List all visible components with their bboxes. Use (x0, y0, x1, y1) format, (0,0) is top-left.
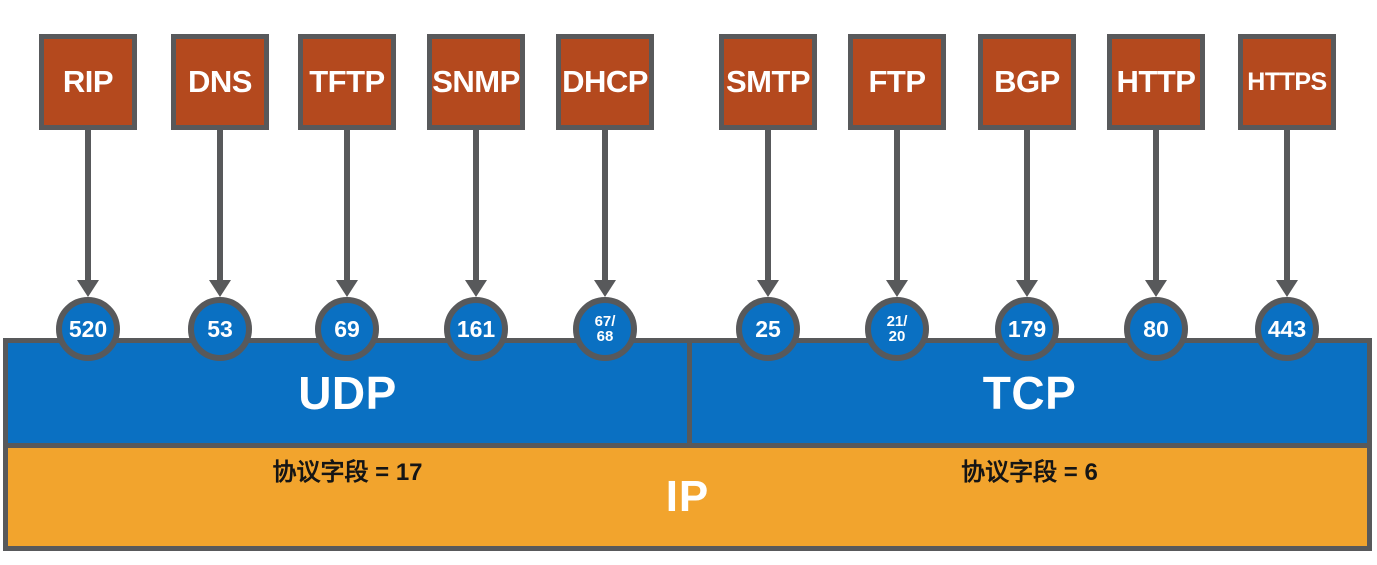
down-arrow-icon (594, 280, 616, 297)
port-circle: 161 (444, 297, 508, 361)
protocol-column: HTTPS 443 (1217, 0, 1357, 361)
port-circle: 69 (315, 297, 379, 361)
ip-label: IP (665, 472, 710, 521)
protocol-column: SNMP 161 (406, 0, 546, 361)
protocol-name-label: SMTP (725, 64, 811, 99)
protocol-column: DNS 53 (150, 0, 290, 361)
protocol-box: DHCP (556, 34, 654, 130)
down-arrow-icon (465, 280, 487, 297)
protocol-name-label: HTTP (1116, 64, 1196, 99)
port-number-label: 520 (68, 315, 108, 342)
protocol-name-label: SNMP (432, 64, 520, 99)
port-number-label: 443 (1267, 315, 1307, 342)
port-circle: 80 (1124, 297, 1188, 361)
protocol-column: TFTP 69 (277, 0, 417, 361)
protocol-box: RIP (39, 34, 137, 130)
tcp-protocol-field-label: 协议字段 = 6 (961, 459, 1098, 486)
port-number-label: 67/ 68 (594, 313, 616, 345)
protocol-column: HTTP 80 (1086, 0, 1226, 361)
protocol-name-label: HTTPS (1247, 67, 1327, 96)
protocol-column: RIP 520 (18, 0, 158, 361)
port-circle: 520 (56, 297, 120, 361)
down-arrow-stem (1024, 130, 1030, 280)
port-number-label: 53 (207, 315, 233, 342)
udp-section: UDP (8, 343, 687, 443)
down-arrow-stem (1284, 130, 1290, 280)
down-arrow-icon (1016, 280, 1038, 297)
tcp-section: TCP (692, 343, 1367, 443)
udp-protocol-field-label: 协议字段 = 17 (272, 459, 423, 486)
down-arrow-icon (1276, 280, 1298, 297)
port-circle: 53 (188, 297, 252, 361)
down-arrow-icon (336, 280, 358, 297)
port-number-label: 21/ 20 (886, 313, 908, 345)
protocol-name-label: TFTP (309, 64, 385, 99)
down-arrow-stem (473, 130, 479, 280)
protocol-box: HTTP (1107, 34, 1205, 130)
tcp-label: TCP (982, 367, 1077, 419)
down-arrow-stem (1153, 130, 1159, 280)
transport-ip-divider (8, 443, 1367, 448)
down-arrow-stem (344, 130, 350, 280)
port-number-label: 179 (1007, 315, 1047, 342)
port-number-label: 69 (334, 315, 360, 342)
down-arrow-stem (602, 130, 608, 280)
port-circle: 25 (736, 297, 800, 361)
port-number-label: 25 (755, 315, 781, 342)
protocol-name-label: BGP (994, 64, 1060, 99)
port-number-label: 161 (456, 315, 496, 342)
protocol-name-label: DNS (188, 64, 252, 99)
down-arrow-stem (85, 130, 91, 280)
down-arrow-icon (1145, 280, 1167, 297)
protocol-box: DNS (171, 34, 269, 130)
port-circle: 21/ 20 (865, 297, 929, 361)
down-arrow-icon (757, 280, 779, 297)
ip-layer-bar: 协议字段 = 17 协议字段 = 6 IP (8, 448, 1367, 546)
protocol-box: TFTP (298, 34, 396, 130)
protocol-column: DHCP 67/ 68 (535, 0, 675, 361)
protocol-box: HTTPS (1238, 34, 1336, 130)
down-arrow-stem (217, 130, 223, 280)
port-circle: 179 (995, 297, 1059, 361)
protocol-box: FTP (848, 34, 946, 130)
port-number-label: 80 (1143, 315, 1169, 342)
down-arrow-icon (886, 280, 908, 297)
protocol-column: BGP 179 (957, 0, 1097, 361)
udp-tcp-divider (687, 343, 692, 443)
protocol-name-label: DHCP (562, 64, 648, 99)
layer-stack: UDP TCP 协议字段 = 17 协议字段 = 6 IP (3, 338, 1372, 551)
protocol-name-label: RIP (62, 64, 114, 99)
transport-layer-bar: UDP TCP (8, 343, 1367, 443)
down-arrow-stem (894, 130, 900, 280)
udp-label: UDP (298, 367, 397, 419)
protocol-box: SNMP (427, 34, 525, 130)
protocol-column: FTP 21/ 20 (827, 0, 967, 361)
port-circle: 67/ 68 (573, 297, 637, 361)
down-arrow-icon (77, 280, 99, 297)
port-circle: 443 (1255, 297, 1319, 361)
down-arrow-stem (765, 130, 771, 280)
protocol-box: BGP (978, 34, 1076, 130)
protocol-name-label: FTP (868, 64, 926, 99)
protocol-box: SMTP (719, 34, 817, 130)
protocol-column: SMTP 25 (698, 0, 838, 361)
down-arrow-icon (209, 280, 231, 297)
